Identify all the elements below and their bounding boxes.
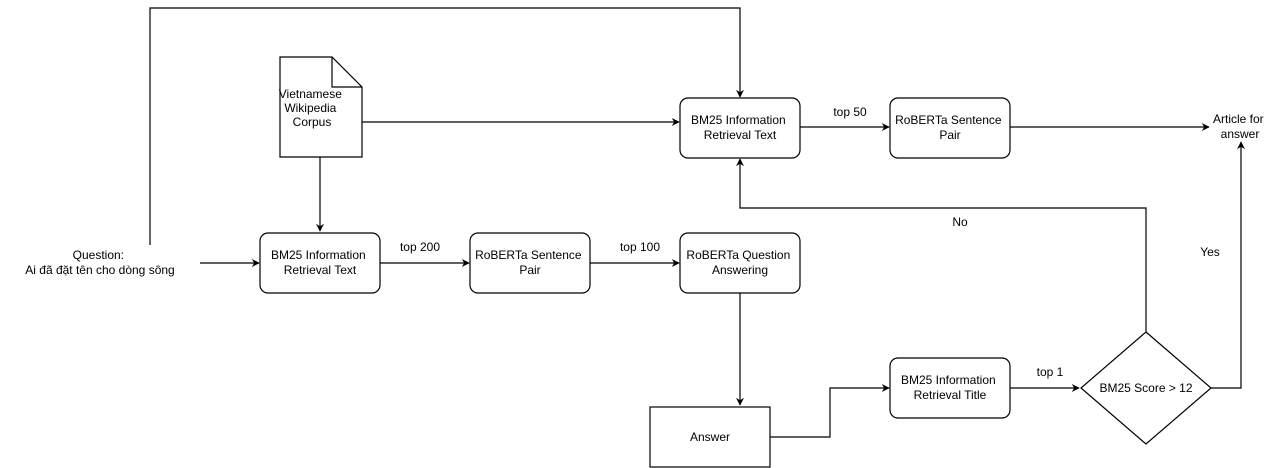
node-roberta-qa-line-1: RoBERTa Question bbox=[686, 248, 790, 262]
node-question-line-1: Question: bbox=[73, 248, 124, 262]
node-bm25-text-top-label: BM25 Information Retrieval Text bbox=[691, 113, 789, 142]
node-roberta-pair-top-box bbox=[889, 97, 1011, 159]
node-bm25-text-top-line-1: BM25 Information bbox=[691, 113, 786, 127]
node-bm25-text-top: BM25 Information Retrieval Text bbox=[679, 97, 801, 159]
node-corpus-line-3: Corpus bbox=[293, 115, 332, 129]
node-corpus: Vietnamese Wikipedia Corpus bbox=[279, 56, 363, 158]
node-question-line-2: Ai đã đặt tên cho dòng sông bbox=[25, 263, 174, 277]
node-roberta-pair-top-line-1: RoBERTa Sentence bbox=[895, 113, 1002, 127]
edge-question-to-top-bm25 bbox=[149, 7, 744, 245]
node-corpus-fold bbox=[331, 57, 362, 88]
node-bm25-title-label: BM25 Information Retrieval Title bbox=[901, 373, 999, 402]
node-roberta-pair-bottom-line-1: RoBERTa Sentence bbox=[475, 248, 582, 262]
node-bm25-text-bottom-box bbox=[259, 232, 381, 294]
node-article-line-1: Article for bbox=[1213, 112, 1264, 126]
edge-label-yes: Yes bbox=[1200, 245, 1220, 259]
node-bm25-title-box bbox=[889, 357, 1011, 419]
node-corpus-line-2: Wikipedia bbox=[284, 101, 336, 115]
node-roberta-pair-top-label: RoBERTa Sentence Pair bbox=[895, 113, 1005, 142]
node-bm25-title-line-1: BM25 Information bbox=[901, 373, 996, 387]
node-roberta-qa: RoBERTa Question Answering bbox=[679, 232, 801, 294]
edge-decision-no bbox=[736, 158, 1147, 332]
node-roberta-qa-line-2: Answering bbox=[712, 263, 768, 277]
node-bm25-text-bottom-label: BM25 Information Retrieval Text bbox=[271, 248, 369, 277]
node-bm25-text-bottom-line-1: BM25 Information bbox=[271, 248, 366, 262]
edge-answer-to-bm25-title bbox=[770, 384, 890, 438]
edge-label-top1: top 1 bbox=[1037, 365, 1064, 379]
node-roberta-pair-top: RoBERTa Sentence Pair bbox=[889, 97, 1011, 159]
node-roberta-qa-label: RoBERTa Question Answering bbox=[686, 248, 793, 277]
node-bm25-text-bottom-line-2: Retrieval Text bbox=[284, 263, 357, 277]
node-corpus-label: Vietnamese Wikipedia Corpus bbox=[279, 87, 346, 129]
node-question: Question: Ai đã đặt tên cho dòng sông bbox=[25, 248, 174, 277]
node-roberta-pair-top-line-2: Pair bbox=[939, 128, 960, 142]
edge-decision-yes bbox=[1211, 141, 1245, 389]
node-bm25-text-top-line-2: Retrieval Text bbox=[704, 128, 777, 142]
node-bm25-text-top-box bbox=[679, 97, 801, 159]
node-bm25-title-line-2: Retrieval Title bbox=[914, 388, 987, 402]
node-answer: Answer bbox=[649, 406, 771, 468]
node-corpus-line-1: Vietnamese bbox=[279, 87, 342, 101]
node-decision-label: BM25 Score > 12 bbox=[1099, 381, 1192, 395]
node-article: Article for answer bbox=[1213, 112, 1267, 141]
node-decision: BM25 Score > 12 bbox=[1080, 331, 1212, 445]
node-corpus-shape bbox=[279, 56, 363, 158]
node-roberta-qa-box bbox=[679, 232, 801, 294]
node-roberta-pair-bottom-box bbox=[469, 232, 591, 294]
edge-label-top100: top 100 bbox=[620, 240, 660, 254]
edge-label-top200: top 200 bbox=[400, 240, 440, 254]
edge-label-top50: top 50 bbox=[833, 105, 867, 119]
node-roberta-pair-bottom-label: RoBERTa Sentence Pair bbox=[475, 248, 585, 277]
node-bm25-title: BM25 Information Retrieval Title bbox=[889, 357, 1011, 419]
node-bm25-text-bottom: BM25 Information Retrieval Text bbox=[259, 232, 381, 294]
node-answer-label: Answer bbox=[690, 430, 730, 444]
node-decision-diamond bbox=[1080, 331, 1212, 445]
node-roberta-pair-bottom: RoBERTa Sentence Pair bbox=[469, 232, 591, 294]
node-article-line-2: answer bbox=[1221, 127, 1260, 141]
edge-label-no: No bbox=[952, 215, 968, 229]
node-answer-box bbox=[649, 406, 771, 468]
node-roberta-pair-bottom-line-2: Pair bbox=[519, 263, 540, 277]
